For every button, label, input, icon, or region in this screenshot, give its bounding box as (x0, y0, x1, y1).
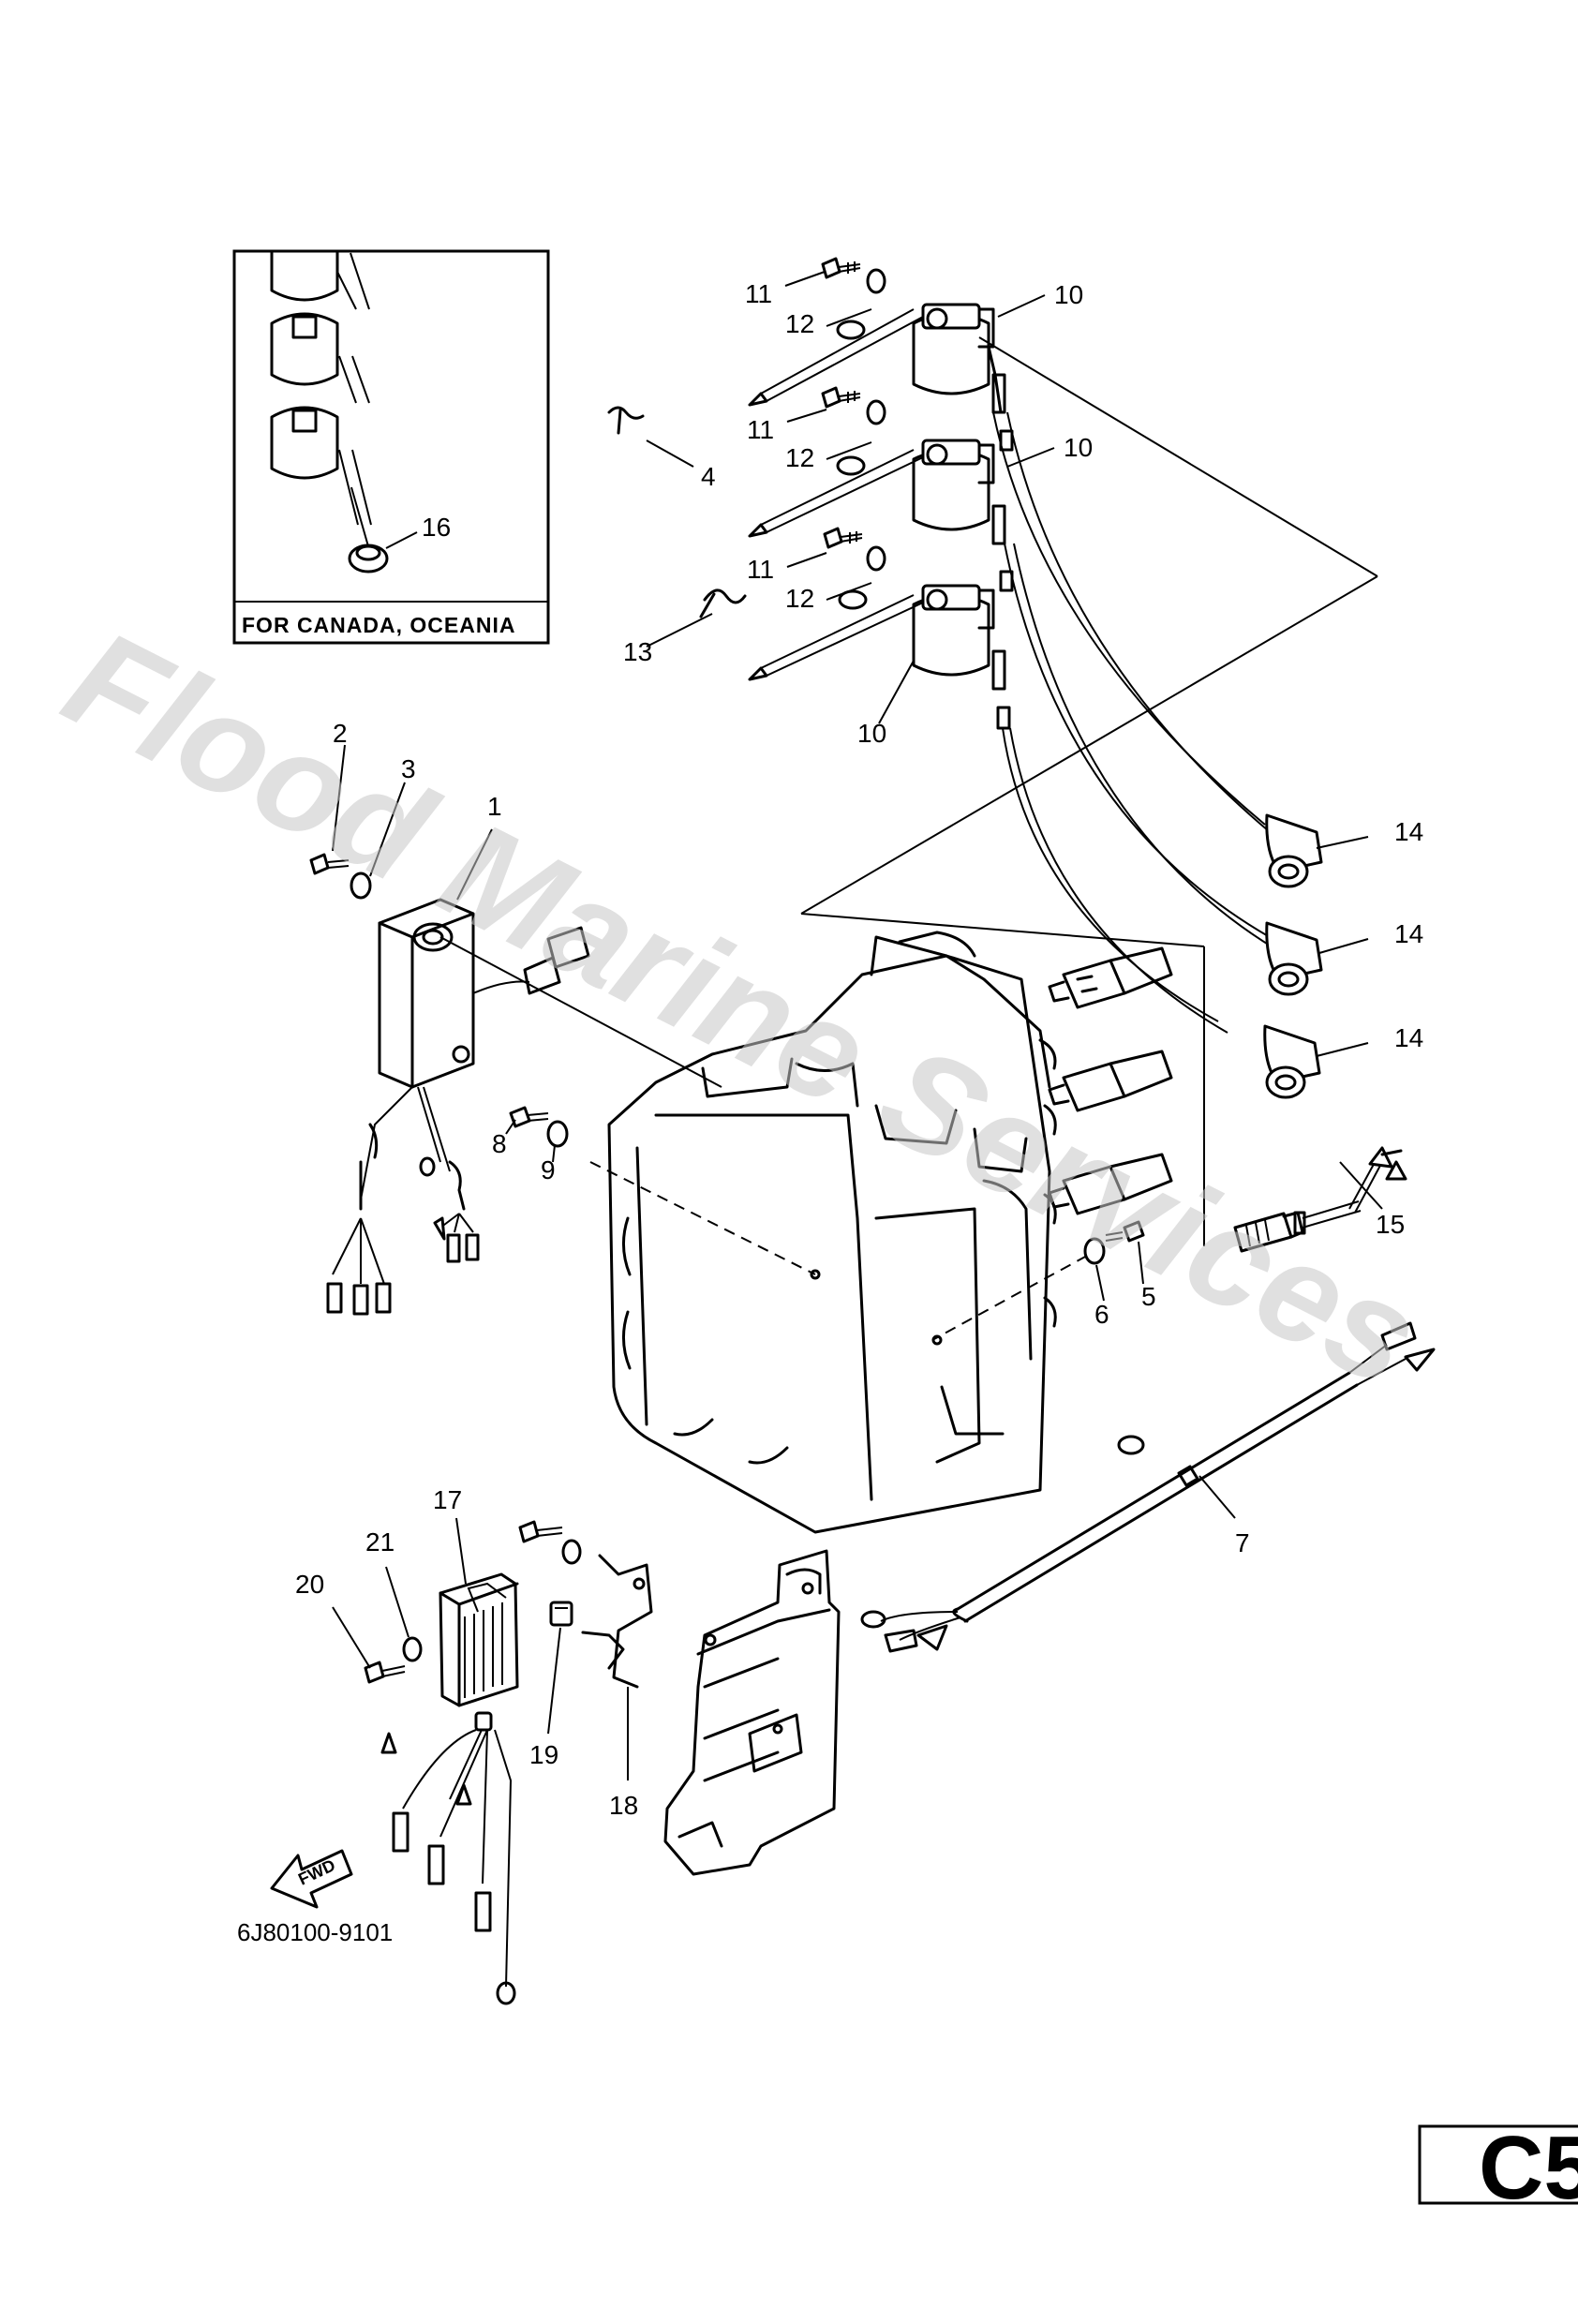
callout-5: 5 (1141, 1282, 1156, 1311)
callout-8: 8 (492, 1129, 507, 1158)
wire-harness-7 (860, 1321, 1436, 1653)
spark-plugs (1048, 946, 1173, 1215)
callout-leaders (332, 271, 1383, 1780)
rectifier-regulator (364, 1520, 653, 2005)
thermo-sensor (1233, 1146, 1407, 1253)
ignition-coil-lower (912, 570, 1014, 730)
callout-15: 15 (1376, 1210, 1405, 1239)
callout-3: 3 (401, 754, 416, 783)
reference-lines (800, 336, 1378, 1246)
cylinder-block (607, 931, 1057, 1534)
callout-11-lower: 11 (747, 555, 774, 584)
callout-13: 13 (623, 637, 652, 666)
callout-21: 21 (365, 1527, 394, 1557)
callout-14-upper: 14 (1394, 817, 1423, 846)
coil-bolts-and-washers (748, 257, 924, 681)
page-code-box: C5 (1418, 2118, 1578, 2218)
callout-12-middle: 12 (785, 443, 814, 472)
callout-6: 6 (1094, 1300, 1109, 1329)
callout-12-upper: 12 (785, 309, 814, 338)
spark-plug-leads (992, 411, 1275, 1034)
ignition-coil-upper (912, 303, 1006, 414)
ignition-coil-middle (912, 429, 1014, 545)
callout-7: 7 (1235, 1528, 1250, 1557)
callout-11-upper: 11 (745, 279, 772, 308)
spark-plug-caps (1263, 813, 1323, 1099)
wire-clips (607, 406, 747, 618)
callout-2: 2 (333, 719, 348, 748)
callout-12-lower: 12 (785, 584, 814, 613)
callout-16: 16 (422, 513, 451, 542)
callout-10-middle: 10 (1064, 433, 1093, 462)
callout-18: 18 (609, 1791, 638, 1820)
callout-19: 19 (529, 1740, 558, 1769)
cdi-unit (309, 853, 722, 1316)
callout-11-middle: 11 (747, 415, 774, 444)
mounting-bracket (663, 1549, 841, 1876)
callout-20: 20 (295, 1570, 324, 1599)
inset-caption: FOR CANADA, OCEANIA (242, 613, 515, 637)
drawing-code: 6J80100-9101 (237, 1918, 393, 1946)
callout-1: 1 (487, 792, 502, 821)
callout-4: 4 (701, 462, 716, 491)
callout-14-lower: 14 (1394, 1023, 1423, 1052)
callout-10-lower: 10 (857, 719, 886, 748)
callout-10-upper: 10 (1054, 280, 1083, 309)
callout-9: 9 (541, 1155, 556, 1184)
inset-canada-oceania: FOR CANADA, OCEANIA 16 (232, 249, 550, 645)
fwd-arrow: FWD (270, 1849, 353, 1909)
page-code: C5 (1479, 2118, 1578, 2218)
callout-14-middle: 14 (1394, 919, 1423, 948)
callout-17: 17 (433, 1485, 462, 1514)
